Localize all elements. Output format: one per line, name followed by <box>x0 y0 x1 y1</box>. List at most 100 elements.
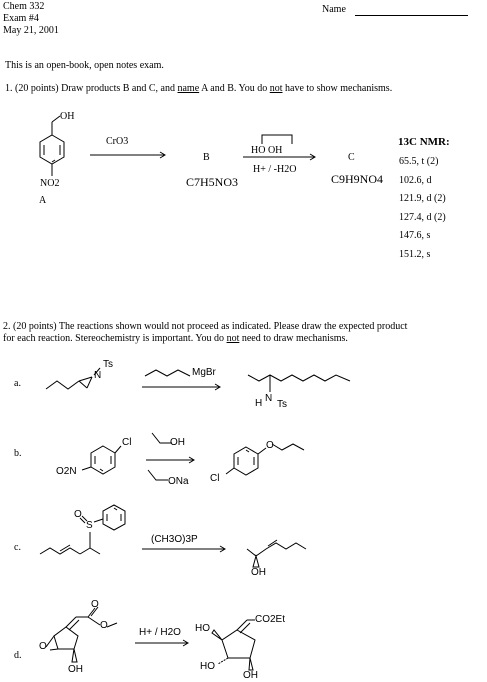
methyl-ester-bond <box>106 622 118 628</box>
butyl-chain <box>144 369 191 377</box>
product-c-double-bond <box>267 539 278 547</box>
compound-label-c: C <box>348 152 355 163</box>
reaction-arrow-2-head <box>309 153 316 161</box>
reagent-diol: HO OH <box>251 145 283 156</box>
ring-pb-cl-bond <box>225 467 235 475</box>
reagent-phosphite: (CH3O)3P <box>151 534 198 545</box>
start-d-oh: OH <box>68 664 83 675</box>
aziridine-bond <box>78 380 88 389</box>
nmr-peak: 121.9, d (2) <box>399 193 446 204</box>
product-a-ts: Ts <box>277 399 287 410</box>
product-d-co2et: CO2Et <box>255 614 286 625</box>
nmr-title: 13C NMR: <box>398 136 450 148</box>
cyclopentane-product-d <box>221 629 256 659</box>
product-a-chain <box>247 374 351 382</box>
question-1-prompt: 1. (20 points) Draw products B and C, an… <box>5 83 393 94</box>
epoxide-bond <box>49 648 59 651</box>
reaction-arrow-a-head <box>214 383 221 391</box>
reagent-acid-water: H+ / H2O <box>139 627 181 638</box>
product-d-exocyclic-bond <box>236 619 248 631</box>
product-c-oh: OH <box>251 567 266 578</box>
oh-label-a: OH <box>60 111 75 122</box>
aziridine-n: N <box>94 370 102 381</box>
no2-label-a: NO2 <box>40 178 60 189</box>
part-a-label: a. <box>14 378 21 389</box>
ring-pb-o-bond <box>257 447 267 455</box>
propyl-chain <box>45 380 80 390</box>
ch2-oh-bond <box>51 115 61 123</box>
course-title: Chem 332 <box>3 1 45 12</box>
s-ph-bond <box>93 518 104 523</box>
nmr-peak: 147.6, s <box>399 230 431 241</box>
reaction-arrow-1-head <box>159 151 166 159</box>
methyl-bond <box>89 547 101 555</box>
mgbr-label: MgBr <box>192 367 216 378</box>
formula-c: C9H9NO4 <box>331 172 384 186</box>
nmr-peak: 127.4, d (2) <box>399 211 446 223</box>
part-d-label: d. <box>14 650 22 661</box>
formula-b: C7H5NO3 <box>186 175 239 189</box>
ester-co-bond <box>90 606 99 617</box>
product-b-o: O <box>266 440 274 451</box>
question-2-prompt-line2: for each reaction. Stereochemistry is im… <box>3 333 348 344</box>
phenyl-ring <box>102 504 126 531</box>
wedge-oh-product-d <box>248 657 254 671</box>
question-2-prompt-line1: 2. (20 points) The reactions shown would… <box>3 321 408 332</box>
epoxide-bond <box>45 635 55 648</box>
ring-b-cl: Cl <box>122 437 132 448</box>
product-a-n: N <box>265 393 273 404</box>
aziridine-ts: Ts <box>103 359 113 370</box>
wedge-oh-d <box>71 648 78 663</box>
hash-ho-2 <box>217 657 229 665</box>
cyclopentane-d <box>53 626 79 650</box>
compound-label-b: B <box>203 152 210 163</box>
n-ts-bond <box>93 367 101 376</box>
phenyl-double-bond <box>113 507 118 511</box>
part-c-label: c. <box>14 542 21 553</box>
exocyclic-double-bond <box>68 619 80 631</box>
exam-date: May 21, 2001 <box>3 25 59 36</box>
product-b-cl: Cl <box>210 473 220 484</box>
propyl-ether-chain <box>271 443 305 451</box>
compound-label-a: A <box>39 195 47 206</box>
ring-pb-double-bond <box>245 449 250 453</box>
wedge-ho-1 <box>211 629 223 641</box>
reaction-arrow-b-head <box>188 456 195 464</box>
ring-b-cl-bond <box>114 445 122 454</box>
alkene-double-bond <box>59 544 71 552</box>
isopropanol-oh: OH <box>170 437 185 448</box>
nmr-peak: 65.5, t (2) <box>399 156 439 167</box>
reaction-arrow-d-head <box>182 639 189 647</box>
name-blank-line[interactable] <box>355 14 468 16</box>
product-c-chain <box>246 542 307 557</box>
hexenyl-chain <box>39 547 81 555</box>
reagent-acid: H+ / -H2O <box>253 164 297 175</box>
aziridine-bond <box>86 376 93 389</box>
sulfoxide-s: S <box>86 520 93 531</box>
ethylene-glycol-bonds <box>261 134 293 144</box>
isopropoxide <box>147 469 168 481</box>
ring-b-double-bond <box>99 468 104 472</box>
ring-b-no2-bond <box>81 466 92 471</box>
product-d-ho-2: HO <box>200 661 215 672</box>
part-b-label: b. <box>14 448 22 459</box>
sulfoxide-o: O <box>74 509 82 520</box>
ring-a-double-bond <box>51 159 56 163</box>
instructions: This is an open-book, open notes exam. <box>5 60 164 71</box>
product-d-ho-1: HO <box>195 623 210 634</box>
s-o-bond <box>79 517 86 524</box>
aziridine-bond <box>78 376 93 382</box>
product-a-h: H <box>255 398 263 409</box>
s-o-bond <box>81 515 88 522</box>
reagent-cro3: CrO3 <box>106 136 129 147</box>
name-label: Name <box>322 4 346 15</box>
exam-number: Exam #4 <box>3 13 39 24</box>
ring-b-o2n: O2N <box>56 466 77 477</box>
sulfoxide-c-bond <box>79 547 91 555</box>
nmr-peak: 102.6, d <box>399 174 432 186</box>
ester-co-bond <box>87 607 96 618</box>
product-d-oh: OH <box>243 670 258 681</box>
exocyclic-double-bond <box>65 616 77 628</box>
